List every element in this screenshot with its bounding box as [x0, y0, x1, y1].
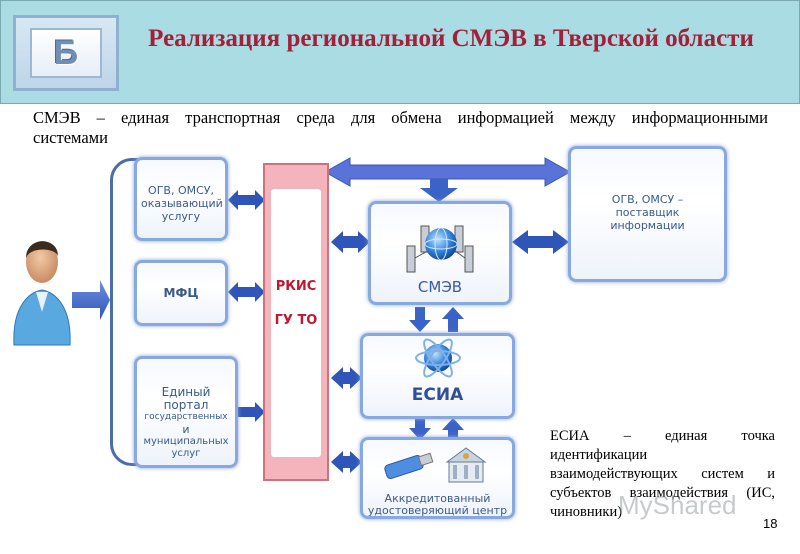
portal-line-6: услуг: [171, 448, 201, 459]
down-arrow-smev: [420, 179, 458, 202]
globe-icon: [415, 338, 461, 378]
bank-building-icon: [445, 447, 487, 483]
arrow-rkis-esia: [331, 367, 362, 389]
arrow-rkis-center: [331, 451, 362, 473]
globe-icon: [425, 228, 457, 260]
header-bar: Б Реализация региональной СМЭВ в Тверско…: [0, 0, 800, 104]
arrow-esia-to-smev: [442, 307, 464, 332]
arrow-ogv-rkis: [228, 190, 265, 210]
section-badge: Б: [13, 15, 119, 91]
server-network-icon: [406, 225, 474, 273]
person-icon: [13, 241, 71, 346]
ogv-provider-panel[interactable]: ОГВ, ОМСУ, оказывающий услугу: [134, 157, 228, 241]
ogv-supplier-label: ОГВ, ОМСУ – поставщик информации: [610, 193, 685, 232]
rkis-column[interactable]: РКИС ГУ ТО: [263, 163, 329, 481]
esia-definition: ЕСИА – единая точка идентификации взаимо…: [550, 428, 775, 520]
arrow-mfc-rkis: [228, 282, 265, 302]
user-arrow: [72, 280, 110, 320]
intro-line-2: системами: [33, 128, 108, 147]
portal-line-4: и: [182, 423, 190, 436]
esia-label: ЕСИА: [411, 385, 464, 405]
ogv-supplier-panel[interactable]: ОГВ, ОМСУ – поставщик информации: [568, 146, 727, 282]
arrow-smev-to-esia: [409, 307, 431, 332]
rkis-label-2: ГУ ТО: [274, 313, 318, 328]
arrow-smev-supplier: [512, 230, 569, 254]
portal-line-2: портал: [163, 398, 209, 412]
esia-panel[interactable]: ЕСИА: [360, 333, 515, 419]
accredited-center-panel[interactable]: Аккредитованный удостоверяющий центр: [360, 437, 515, 519]
arrow-center-to-esia: [442, 418, 464, 440]
center-icons: [384, 447, 487, 483]
portal-line-1: Единый: [161, 385, 211, 399]
smev-label: СМЭВ: [417, 278, 463, 296]
arrow-rkis-smev: [331, 231, 370, 253]
page-number: 18: [763, 516, 778, 531]
mfc-panel[interactable]: МФЦ: [134, 260, 228, 326]
portal-line-3: государственных: [144, 412, 228, 422]
portal-line-5: муниципальных: [143, 436, 229, 447]
center-label: Аккредитованный удостоверяющий центр: [367, 492, 508, 517]
rkis-label-1: РКИС: [275, 279, 317, 294]
mfc-label: МФЦ: [163, 286, 199, 300]
rkis-inner: [271, 189, 321, 457]
ogv-provider-label: ОГВ, ОМСУ, оказывающий услугу: [141, 184, 223, 223]
usb-token-icon: [384, 452, 434, 479]
smev-panel[interactable]: СМЭВ: [368, 201, 512, 305]
badge-letter: Б: [30, 28, 102, 78]
left-brace: [110, 158, 140, 466]
slide-title: Реализация региональной СМЭВ в Тверской …: [148, 25, 754, 52]
watermark: MyShared: [618, 490, 737, 520]
arrow-esia-to-center: [409, 418, 431, 440]
intro-line-1: СМЭВ – единая транспортная среда для обм…: [33, 108, 768, 127]
portal-panel[interactable]: Единый портал государственных и муниципа…: [134, 356, 238, 468]
